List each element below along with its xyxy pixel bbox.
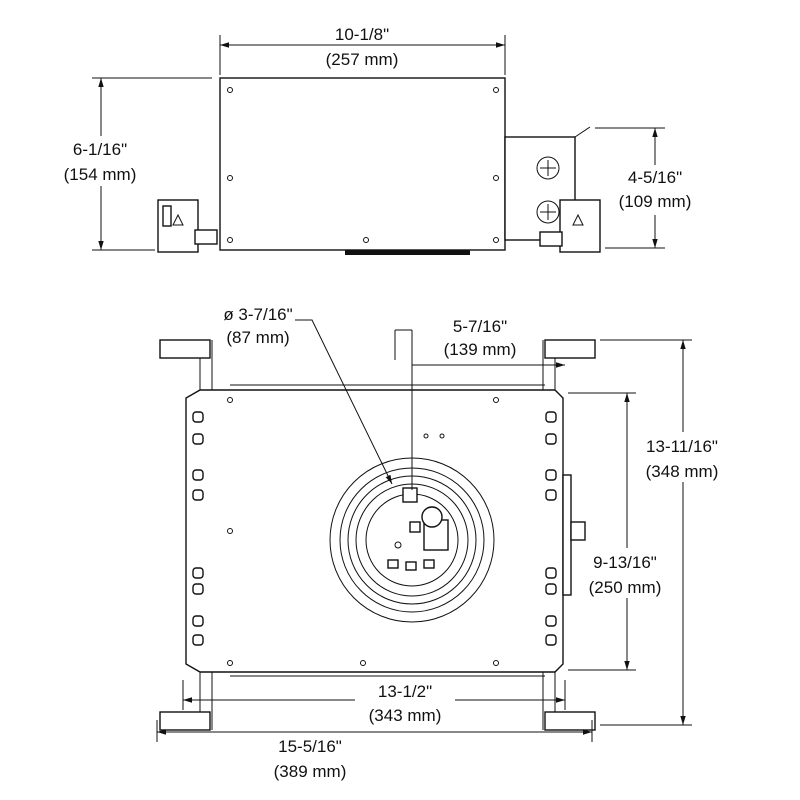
dim-overall-width-imperial: 15-5/16" (278, 737, 342, 756)
dim-aperture-imperial: ø 3-7/16" (223, 305, 292, 324)
dim-top-height-metric: (154 mm) (64, 165, 137, 184)
dim-overall-depth-metric: (348 mm) (646, 462, 719, 481)
dim-overall-depth-imperial: 13-11/16" (646, 437, 718, 456)
plan-view (159, 339, 596, 731)
mounting-plate (185, 389, 564, 673)
right-bracket (539, 199, 601, 253)
housing-base (345, 250, 470, 255)
dim-plate-width-metric: (343 mm) (369, 706, 442, 725)
dim-offset-imperial: 5-7/16" (453, 317, 507, 336)
dim-aperture-metric: (87 mm) (226, 328, 289, 347)
left-bracket (157, 199, 218, 253)
dim-jbox-height-metric: (109 mm) (619, 192, 692, 211)
dim-offset-metric: (139 mm) (444, 340, 517, 359)
dim-top-width-imperial: 10-1/8" (335, 25, 389, 44)
dim-plate-depth-metric: (250 mm) (589, 578, 662, 597)
dim-top-width-metric: (257 mm) (326, 50, 399, 69)
housing-body (219, 77, 506, 251)
dim-plate-depth-imperial: 9-13/16" (593, 553, 657, 572)
dim-plate-width-imperial: 13-1/2" (378, 682, 432, 701)
dim-top-height-imperial: 6-1/16" (73, 140, 127, 159)
side-view (157, 77, 601, 255)
dim-overall-width-metric: (389 mm) (274, 762, 347, 781)
dim-jbox-height-imperial: 4-5/16" (628, 168, 682, 187)
